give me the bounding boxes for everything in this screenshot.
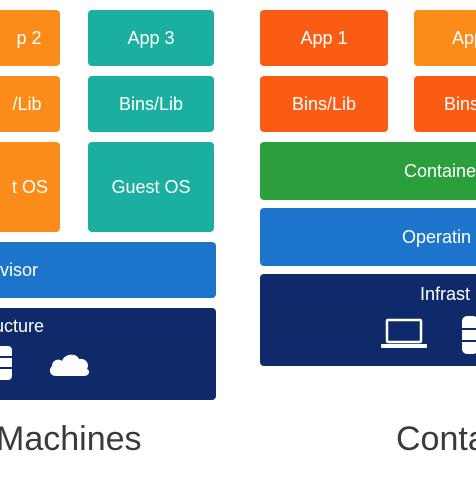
container-app-block-1: App 1 bbox=[260, 10, 388, 66]
vm-guest-os-block-b: Guest OS bbox=[88, 142, 214, 232]
database-icon bbox=[462, 316, 476, 354]
database-icon bbox=[0, 346, 12, 380]
container-os-label: Operatin bbox=[402, 226, 472, 247]
container-infrastructure-layer: Infrast bbox=[260, 274, 476, 366]
vm-app-block-a: p 2 bbox=[0, 10, 60, 66]
vm-app-label-b: App 3 bbox=[127, 27, 175, 48]
vm-guest-os-label-a: t OS bbox=[11, 176, 48, 197]
container-app-label-1: App 1 bbox=[300, 27, 348, 48]
vm-infrastructure-label: ucture bbox=[0, 316, 45, 336]
containers-caption: Conta bbox=[396, 420, 476, 458]
container-engine-layer: Containe bbox=[260, 142, 476, 200]
container-bins-block-1: Bins/Lib bbox=[260, 76, 388, 132]
vm-caption: Machines bbox=[0, 420, 142, 458]
vm-bins-block-a: /Lib bbox=[0, 76, 60, 132]
vm-guest-os-block-a: t OS bbox=[0, 142, 60, 232]
vm-hypervisor-label: rvisor bbox=[0, 259, 38, 280]
vm-bins-label-b: Bins/Lib bbox=[118, 93, 184, 114]
container-bins-label-1: Bins/Lib bbox=[291, 93, 357, 114]
vm-bins-block-b: Bins/Lib bbox=[88, 76, 214, 132]
cloud-icon bbox=[49, 354, 90, 376]
laptop-icon bbox=[381, 318, 427, 348]
container-bins-label-2: Bins bbox=[444, 93, 476, 114]
vm-bins-label-a: /Lib bbox=[12, 93, 42, 114]
vm-app-block-b: App 3 bbox=[88, 10, 214, 66]
vm-guest-os-label-b: Guest OS bbox=[111, 176, 191, 197]
container-bins-block-2: Bins bbox=[414, 76, 476, 132]
vm-app-label-a: p 2 bbox=[16, 27, 42, 48]
vm-infrastructure-layer: ucture bbox=[0, 308, 216, 400]
container-os-layer: Operatin bbox=[260, 208, 476, 266]
container-infrastructure-label: Infrast bbox=[420, 284, 471, 304]
container-app-label-2: App bbox=[452, 27, 476, 48]
vm-hypervisor-layer: rvisor bbox=[0, 242, 216, 298]
container-engine-label: Containe bbox=[404, 160, 476, 181]
container-app-block-2: App bbox=[414, 10, 476, 66]
